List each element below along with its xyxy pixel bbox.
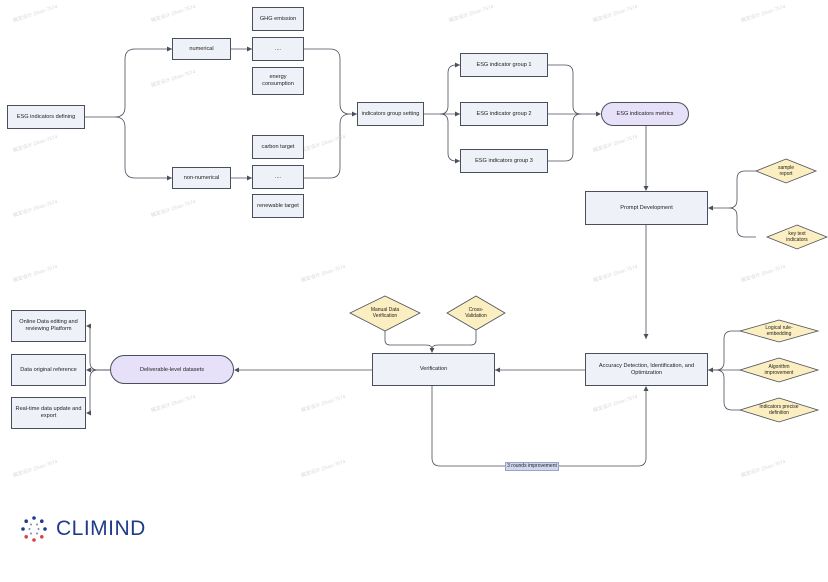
deliverable-datasets-node: Deliverable-level datasets — [110, 355, 234, 384]
non-numerical-node: non-numerical — [172, 167, 231, 189]
algorithm-diamond — [738, 357, 820, 383]
node-label: ESG indicator group 1 — [476, 61, 532, 68]
esg-indicator-group-3-node: ESG indicators group 3 — [460, 149, 548, 173]
precise-definition-diamond — [738, 397, 820, 423]
node-label: ESG indicators group 3 — [475, 157, 533, 164]
node-label: ESG indicator group 2 — [476, 110, 532, 117]
node-label: GHG emission — [259, 15, 297, 22]
node-label: numerical — [189, 45, 214, 52]
esg-indicators-defining-node: ESG indicators defining — [7, 105, 85, 129]
node-label: renewable target — [257, 202, 299, 209]
sample-report-diamond — [754, 158, 818, 184]
numerical-node: numerical — [172, 38, 231, 60]
node-label-line: energy — [269, 74, 287, 81]
climind-logo-text: CLIMIND — [56, 517, 146, 540]
node-label-line: export — [40, 413, 57, 419]
node-label: ESG indicators defining — [16, 113, 76, 120]
node-label: .... — [274, 173, 282, 180]
data-original-reference-node: Data original reference — [11, 354, 86, 386]
node-label-line: Accuracy Detection, Identification, and — [598, 362, 695, 369]
node-label: Prompt Development — [620, 204, 673, 211]
climind-logo: CLIMIND — [20, 514, 146, 544]
energy-consumption-node: energy consumption — [252, 67, 304, 95]
node-label: .... — [274, 45, 282, 52]
node-label-line: Optimization — [630, 369, 663, 376]
realtime-update-export-node: Real-time data update and export — [11, 397, 86, 429]
esg-indicator-group-2-node: ESG indicator group 2 — [460, 102, 548, 126]
manual-verification-diamond — [349, 295, 421, 332]
non-numerical-ellipsis-node: .... — [252, 165, 304, 189]
node-label-line: Real-time data update and — [15, 406, 82, 413]
node-label: ESG indicators metrics — [616, 111, 674, 117]
accuracy-detection-node: Accuracy Detection, Identification, and … — [585, 353, 708, 386]
numerical-ellipsis-node: .... — [252, 37, 304, 61]
key-text-diamond — [765, 224, 828, 250]
esg-indicator-group-1-node: ESG indicator group 1 — [460, 53, 548, 77]
renewable-target-node: renewable target — [252, 194, 304, 218]
esg-indicators-metrics-node: ESG indicators metrics — [601, 102, 689, 126]
node-label: carbon target — [261, 143, 295, 150]
cross-validation-diamond — [446, 295, 506, 331]
online-editing-platform-node: Online Data editing and reviewing Platfo… — [11, 310, 86, 342]
node-label-line: consumption — [262, 81, 294, 87]
node-label: Verification — [419, 366, 448, 372]
carbon-target-node: carbon target — [252, 135, 304, 159]
climind-logo-icon — [21, 516, 47, 542]
node-label: non-numerical — [183, 174, 220, 181]
node-label: indicators group setting — [361, 110, 420, 117]
prompt-development-node: Prompt Development — [585, 191, 708, 225]
node-label: Data original reference — [20, 366, 77, 373]
rounds-improvement-label: 3 rounds improvement — [505, 462, 559, 471]
verification-node: Verification — [372, 353, 495, 386]
ghg-emission-node: GHG emission — [252, 7, 304, 31]
node-label: Deliverable-level datasets — [139, 366, 205, 373]
indicators-group-setting-node: indicators group setting — [357, 102, 424, 126]
node-label-line: reviewing Platform — [25, 326, 72, 332]
node-label-line: Online Data editing and — [19, 319, 78, 326]
logical-rule-diamond — [738, 319, 820, 343]
